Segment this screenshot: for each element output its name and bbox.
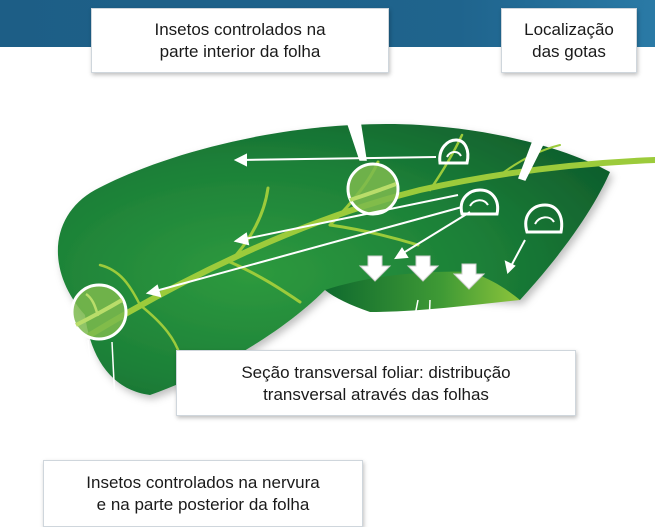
water-drop-icon <box>459 188 500 216</box>
down-arrow-icon <box>358 255 392 282</box>
down-arrow-icon <box>406 255 440 282</box>
down-arrow-icon <box>452 263 486 290</box>
water-drop-icon <box>524 203 564 234</box>
water-drop-icon <box>438 138 470 165</box>
callout-cross-section: Seção transversal foliar: distribução tr… <box>176 350 576 416</box>
callout-drop-location: Localização das gotas <box>501 8 637 73</box>
callout-insects-interior: Insetos controlados na parte interior da… <box>91 8 389 73</box>
magnifier-circle-icon <box>346 162 400 216</box>
magnifier-circle-icon <box>70 283 128 341</box>
callout-insects-vein: Insetos controlados na nervura e na part… <box>43 460 363 527</box>
distribution-arrows <box>145 153 526 298</box>
